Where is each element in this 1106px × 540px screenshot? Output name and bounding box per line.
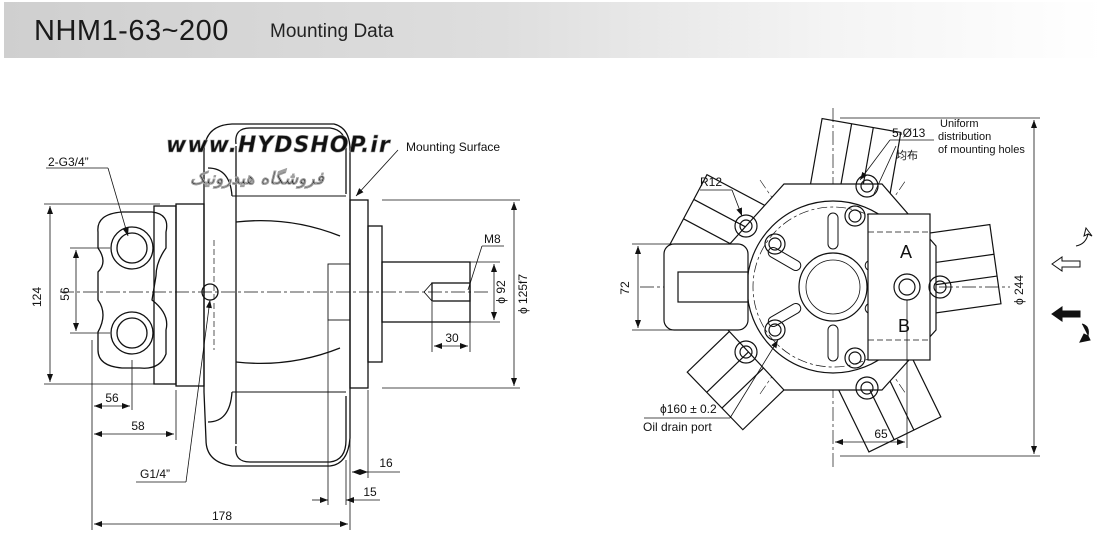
motor-body	[203, 123, 351, 467]
thread-leader	[467, 245, 483, 291]
uniform-label-1: Uniform	[940, 118, 979, 130]
title-bar: NHM1-63~200 Mounting Data	[4, 2, 1104, 58]
body-inner-line-bottom	[235, 396, 347, 463]
shaft-thread	[431, 282, 471, 302]
dim-178: 178	[212, 509, 232, 523]
mounting-holes	[734, 174, 879, 400]
side-labels: 2-G3/4” Mounting Surface G1/4” M8 124 56…	[30, 140, 530, 523]
model-title: NHM1-63~200	[34, 15, 229, 47]
dim-56-horizontal: 56	[105, 391, 119, 405]
distributor-cap	[175, 203, 205, 387]
uniform-label-3: of mounting holes	[938, 144, 1025, 156]
phi160-label: ϕ160 ± 0.2	[660, 402, 717, 416]
holes-cn-label: 均布	[896, 149, 918, 162]
port-block	[97, 211, 168, 369]
body-inner-line-top	[235, 127, 347, 194]
dim-15: 15	[363, 485, 377, 499]
dim-30: 30	[445, 331, 459, 345]
uniform-label-2: distribution	[938, 131, 991, 143]
dim-phi244: ϕ 244	[1012, 275, 1026, 305]
thread-label: M8	[484, 232, 501, 246]
port-a-label: A	[900, 242, 912, 262]
port-label: 2-G3/4”	[48, 155, 89, 169]
hub-outer	[798, 252, 868, 322]
side-view	[60, 123, 490, 467]
arrow-curved-outline	[1075, 226, 1093, 247]
rotation-arrows	[1051, 226, 1093, 343]
port-a-inner	[116, 232, 148, 264]
dim-phi92: ϕ 92	[494, 280, 508, 304]
port-a-outer	[110, 226, 154, 270]
flange-pilot	[367, 225, 383, 363]
dim-124: 124	[30, 287, 44, 307]
dim-phi125: ϕ 125f7	[516, 274, 530, 314]
port-b-inner	[116, 317, 148, 349]
left-housing	[663, 243, 749, 331]
oil-drain-label: Oil drain port	[643, 420, 712, 434]
port-b-label: B	[898, 316, 910, 336]
section-subtitle: Mounting Data	[270, 21, 394, 42]
holes-label: 5-Ø13	[892, 126, 926, 140]
front-view	[640, 108, 1010, 470]
arrow-left-solid	[1051, 306, 1081, 322]
mounting-surface-leader	[355, 149, 399, 197]
side-dimensions	[44, 149, 520, 530]
watermark-url: www.HYDSHOP.ir	[166, 133, 391, 158]
mounting-surface-label: Mounting Surface	[406, 140, 500, 154]
front-labels: 5-Ø13 均布 Uniform distribution of mountin…	[618, 118, 1026, 441]
dim-58: 58	[131, 419, 145, 433]
arrow-left-outline	[1051, 256, 1081, 272]
dim-16: 16	[379, 456, 393, 470]
dim-56-vertical: 56	[58, 287, 72, 301]
r12-label: R12	[700, 175, 722, 189]
arrow-curved-solid	[1079, 323, 1091, 343]
watermark-shop: فروشگاه هیدرونیک	[190, 168, 325, 189]
front-dimensions	[632, 117, 1040, 457]
dim-72: 72	[618, 281, 632, 295]
watermark: www.HYDSHOP.ir فروشگاه هیدرونیک	[166, 133, 391, 190]
dim-65: 65	[874, 427, 888, 441]
port-b-outer	[110, 311, 154, 355]
drain-label: G1/4”	[140, 467, 170, 481]
mounting-flange	[349, 199, 369, 389]
